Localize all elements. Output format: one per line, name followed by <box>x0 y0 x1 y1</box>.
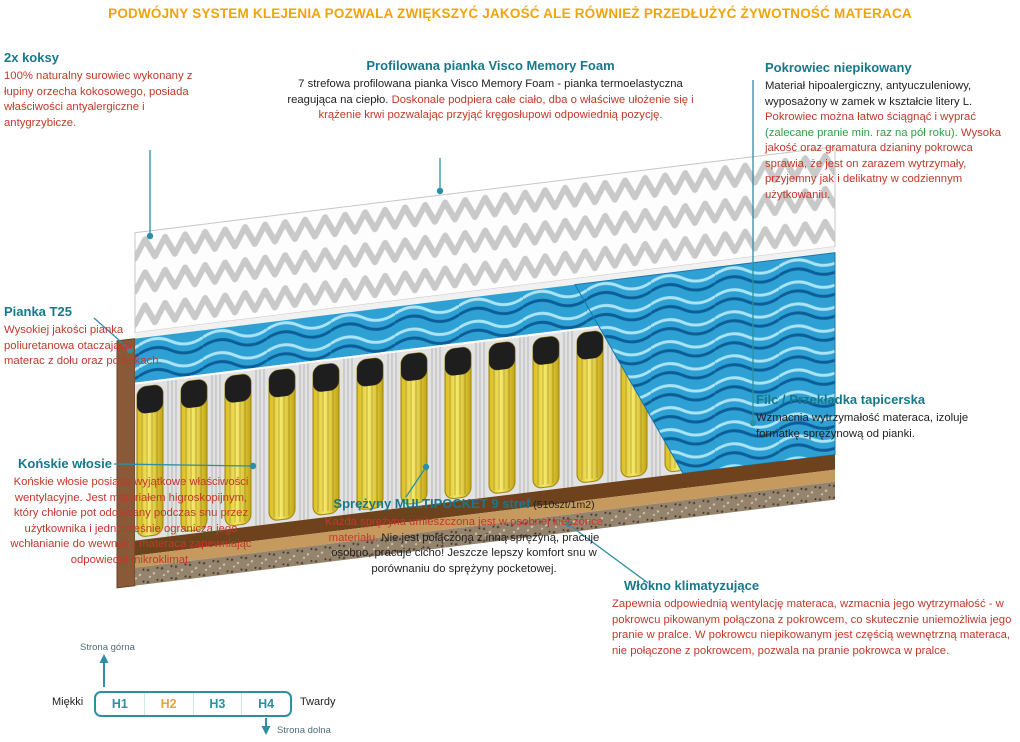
hardness-scale-top-label: Strona górna <box>80 642 135 653</box>
page-title: PODWÓJNY SYSTEM KLEJENIA POZWALA ZWIĘKSZ… <box>108 6 912 21</box>
base-layer <box>135 481 835 586</box>
annotation-pokrowiec: Pokrowiec niepikowany Materiał hipoalerg… <box>765 60 1015 204</box>
annotation-filc-body: Wzmacnia wytrzymałość materaca, izoluje … <box>756 412 969 440</box>
annotation-pokrowiec-seg2: Pokrowiec można łatwo ściągnąć i wyprać <box>765 111 976 124</box>
hardness-scale-soft-label: Miękki <box>52 696 84 708</box>
annotation-visco: Profilowana pianka Visco Memory Foam 7 s… <box>283 58 698 124</box>
annotation-filc: Filc / Przekładka tapicerska Wzmacnia wy… <box>756 392 998 442</box>
hardness-level-h3: H3 <box>192 693 242 715</box>
annotation-multipocket-seg2: Nie jest połączona z inną sprężyną, prac… <box>331 531 600 575</box>
arrow-up-icon <box>99 654 109 687</box>
annotation-pianka-title: Pianka T25 <box>4 304 72 319</box>
annotation-konskie: Końskie włosie Końskie włosie posiada wy… <box>2 456 260 568</box>
annotation-visco-intro: 7 strefowa profilowana pianka Visco Memo… <box>287 78 683 106</box>
annotation-pokrowiec-seg4: Wysoka jakość oraz gramatura dzianiny po… <box>765 126 1001 202</box>
annotation-multipocket-seg1: Każda sprężyna umieszczona jest w osobne… <box>324 516 604 544</box>
annotation-koksy: 2x koksy 100% naturalny surowiec wykonan… <box>4 50 204 131</box>
coco-layer <box>135 469 835 568</box>
annotation-koksy-title: 2x koksy <box>4 50 59 65</box>
annotation-pokrowiec-title: Pokrowiec niepikowany <box>765 60 912 75</box>
annotation-filc-title: Filc / Przekładka tapicerska <box>756 392 926 407</box>
annotation-pianka: Pianka T25 Wysokiej jakości pianka poliu… <box>4 304 166 370</box>
annotation-pokrowiec-seg3: (zalecane pranie min. raz na pół roku). <box>765 126 958 139</box>
hardness-level-h1: H1 <box>111 697 128 711</box>
hardness-level-h2: H2 <box>143 693 193 715</box>
annotation-multipocket-title-suffix: (510szt/1m2) <box>530 499 595 511</box>
hardness-scale-bottom-label: Strona dolna <box>277 725 331 736</box>
foam-bottom-edge <box>135 246 835 339</box>
annotation-koksy-body: 100% naturalny surowiec wykonany z łupin… <box>4 70 193 129</box>
hardness-levels: H1 H2 H3 H4 <box>94 691 292 717</box>
annotation-multipocket: Sprężyny MULTIPOCKET 9 stref (510szt/1m2… <box>314 496 614 577</box>
annotation-wlokno-title: Włókno klimatyzujące <box>624 578 760 593</box>
annotation-wlokno: Włókno klimatyzujące Zapewnia odpowiedni… <box>612 578 1017 659</box>
visco-foam-layer <box>134 146 836 334</box>
annotation-visco-title: Profilowana pianka Visco Memory Foam <box>366 58 615 73</box>
annotation-multipocket-title-main: Sprężyny MULTIPOCKET 9 stref <box>333 496 531 511</box>
annotation-multipocket-title: Sprężyny MULTIPOCKET 9 stref (510szt/1m2… <box>314 496 614 511</box>
annotation-pianka-body: Wysokiej jakości pianka poliuretanowa ot… <box>4 324 162 368</box>
felt-layer <box>135 454 835 556</box>
annotation-pokrowiec-body: Materiał hipoalergiczny, antyuczuleniowy… <box>765 79 1015 204</box>
annotation-visco-detail: Doskonale podpiera całe ciało, dba o wła… <box>318 93 694 122</box>
annotation-multipocket-body: Każda sprężyna umieszczona jest w osobne… <box>314 515 614 577</box>
mattress-illustration <box>116 146 836 589</box>
arrow-down-icon <box>261 718 271 735</box>
hardness-scale-hard-label: Twardy <box>300 696 336 708</box>
annotation-wlokno-body: Zapewnia odpowiednią wentylację materaca… <box>612 598 1012 657</box>
hardness-scale: Strona górna Miękki H1 H2 H3 H4 Twardy S… <box>50 638 362 742</box>
annotation-konskie-title: Końskie włosie <box>18 456 112 471</box>
annotation-konskie-body: Końskie włosie posiada wyjątkowe właściw… <box>10 476 252 566</box>
hardness-level-h4: H4 <box>241 693 290 715</box>
annotation-visco-body: 7 strefowa profilowana pianka Visco Memo… <box>283 77 698 124</box>
annotation-pokrowiec-seg1: Materiał hipoalergiczny, antyuczuleniowy… <box>765 80 973 108</box>
